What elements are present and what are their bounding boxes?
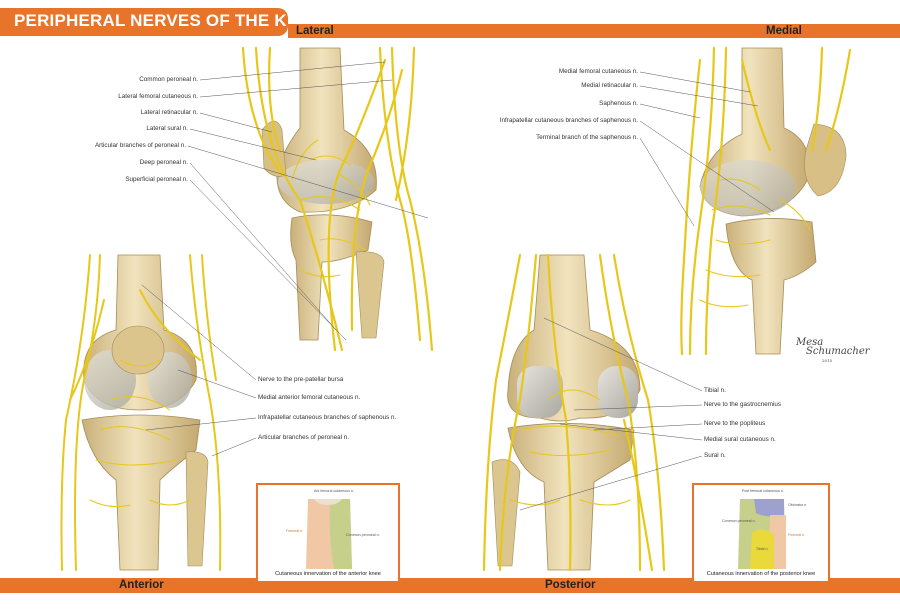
inset-posterior-diagram bbox=[738, 499, 786, 569]
label-infrapatellar-saphenous-anterior: Infrapatellar cutaneous branches of saph… bbox=[258, 414, 397, 421]
label-medial-femoral-cutaneous: Medial femoral cutaneous n. bbox=[558, 68, 638, 75]
inset-anterior-innervation: Ant femoral cutaneous n. Femoral n. Comm… bbox=[256, 483, 400, 583]
view-label-anterior: Anterior bbox=[119, 579, 164, 591]
page-title: PERIPHERAL NERVES OF THE KNEE bbox=[14, 11, 323, 30]
lateral-knee-illustration bbox=[241, 46, 434, 352]
label-articular-branches-peroneal: Articular branches of peroneal n. bbox=[94, 142, 186, 149]
inset-posterior-zone-tibial: Tibial n. bbox=[756, 547, 769, 551]
inset-anterior-zone-femoral: Femoral n. bbox=[286, 529, 304, 533]
label-tibial: Tibial n. bbox=[704, 387, 726, 394]
inset-anterior-caption: Cutaneous innervation of the anterior kn… bbox=[275, 571, 381, 577]
inset-posterior-zone-post-femoral: Post femoral cutaneous n. bbox=[742, 489, 784, 493]
label-medial-sural-cutaneous: Medial sural cutaneous n. bbox=[704, 436, 776, 443]
label-nerve-gastrocnemius: Nerve to the gastrocnemius bbox=[704, 401, 781, 408]
posterior-knee-illustration bbox=[482, 253, 666, 572]
inset-anterior-zone-ant-femoral: Ant femoral cutaneous n. bbox=[314, 489, 354, 493]
view-label-lateral: Lateral bbox=[296, 25, 334, 37]
view-label-posterior: Posterior bbox=[545, 579, 596, 591]
inset-posterior-zone-common-peroneal: Common peroneal n. bbox=[722, 519, 756, 523]
label-common-peroneal: Common peroneal n. bbox=[139, 76, 198, 83]
signature-line-1: Mesa bbox=[796, 337, 824, 348]
medial-knee-illustration bbox=[680, 46, 852, 356]
signature-year: 2015 bbox=[822, 358, 833, 363]
label-sural: Sural n. bbox=[704, 452, 726, 459]
label-medial-anterior-femoral-cutaneous: Medial anterior femoral cutaneous n. bbox=[258, 394, 361, 401]
inset-posterior-zone-femoral: Femoral n. bbox=[788, 533, 806, 537]
view-label-medial: Medial bbox=[766, 25, 802, 37]
label-nerve-popliteus: Nerve to the popliteus bbox=[704, 420, 766, 427]
label-lateral-femoral-cutaneous: Lateral femoral cutaneous n. bbox=[118, 93, 198, 100]
bottom-band bbox=[0, 578, 900, 593]
title-banner bbox=[0, 8, 288, 36]
inset-posterior-caption: Cutaneous innervation of the posterior k… bbox=[706, 571, 816, 577]
inset-anterior-zone-common-peroneal: Common peroneal n. bbox=[346, 533, 380, 537]
anterior-knee-illustration bbox=[60, 254, 222, 571]
label-terminal-saphenous: Terminal branch of the saphenous n. bbox=[536, 134, 638, 141]
label-infrapatellar-saphenous-medial: Infrapatellar cutaneous branches of saph… bbox=[499, 117, 638, 124]
label-pre-patellar-bursa: Nerve to the pre-patellar bursa bbox=[258, 376, 344, 383]
label-lateral-sural: Lateral sural n. bbox=[146, 125, 188, 132]
label-saphenous: Saphenous n. bbox=[599, 100, 638, 107]
label-articular-peroneal-anterior: Articular branches of peroneal n. bbox=[258, 434, 350, 441]
leader-lines bbox=[141, 61, 775, 511]
inset-posterior-zone-obturator: Obturator n. bbox=[788, 503, 808, 507]
label-superficial-peroneal: Superficial peroneal n. bbox=[125, 176, 188, 183]
inset-posterior-innervation: Post femoral cutaneous n. Obturator n. C… bbox=[692, 483, 830, 583]
inset-anterior-diagram bbox=[306, 499, 352, 569]
top-band bbox=[288, 24, 900, 38]
label-deep-peroneal: Deep peroneal n. bbox=[139, 159, 188, 166]
artist-signature: Mesa Schumacher 2015 bbox=[796, 338, 870, 365]
label-lateral-retinacular: Lateral retinacular n. bbox=[140, 109, 198, 116]
label-medial-retinacular: Medial retinacular n. bbox=[581, 82, 638, 89]
signature-line-2: Schumacher bbox=[806, 346, 870, 357]
